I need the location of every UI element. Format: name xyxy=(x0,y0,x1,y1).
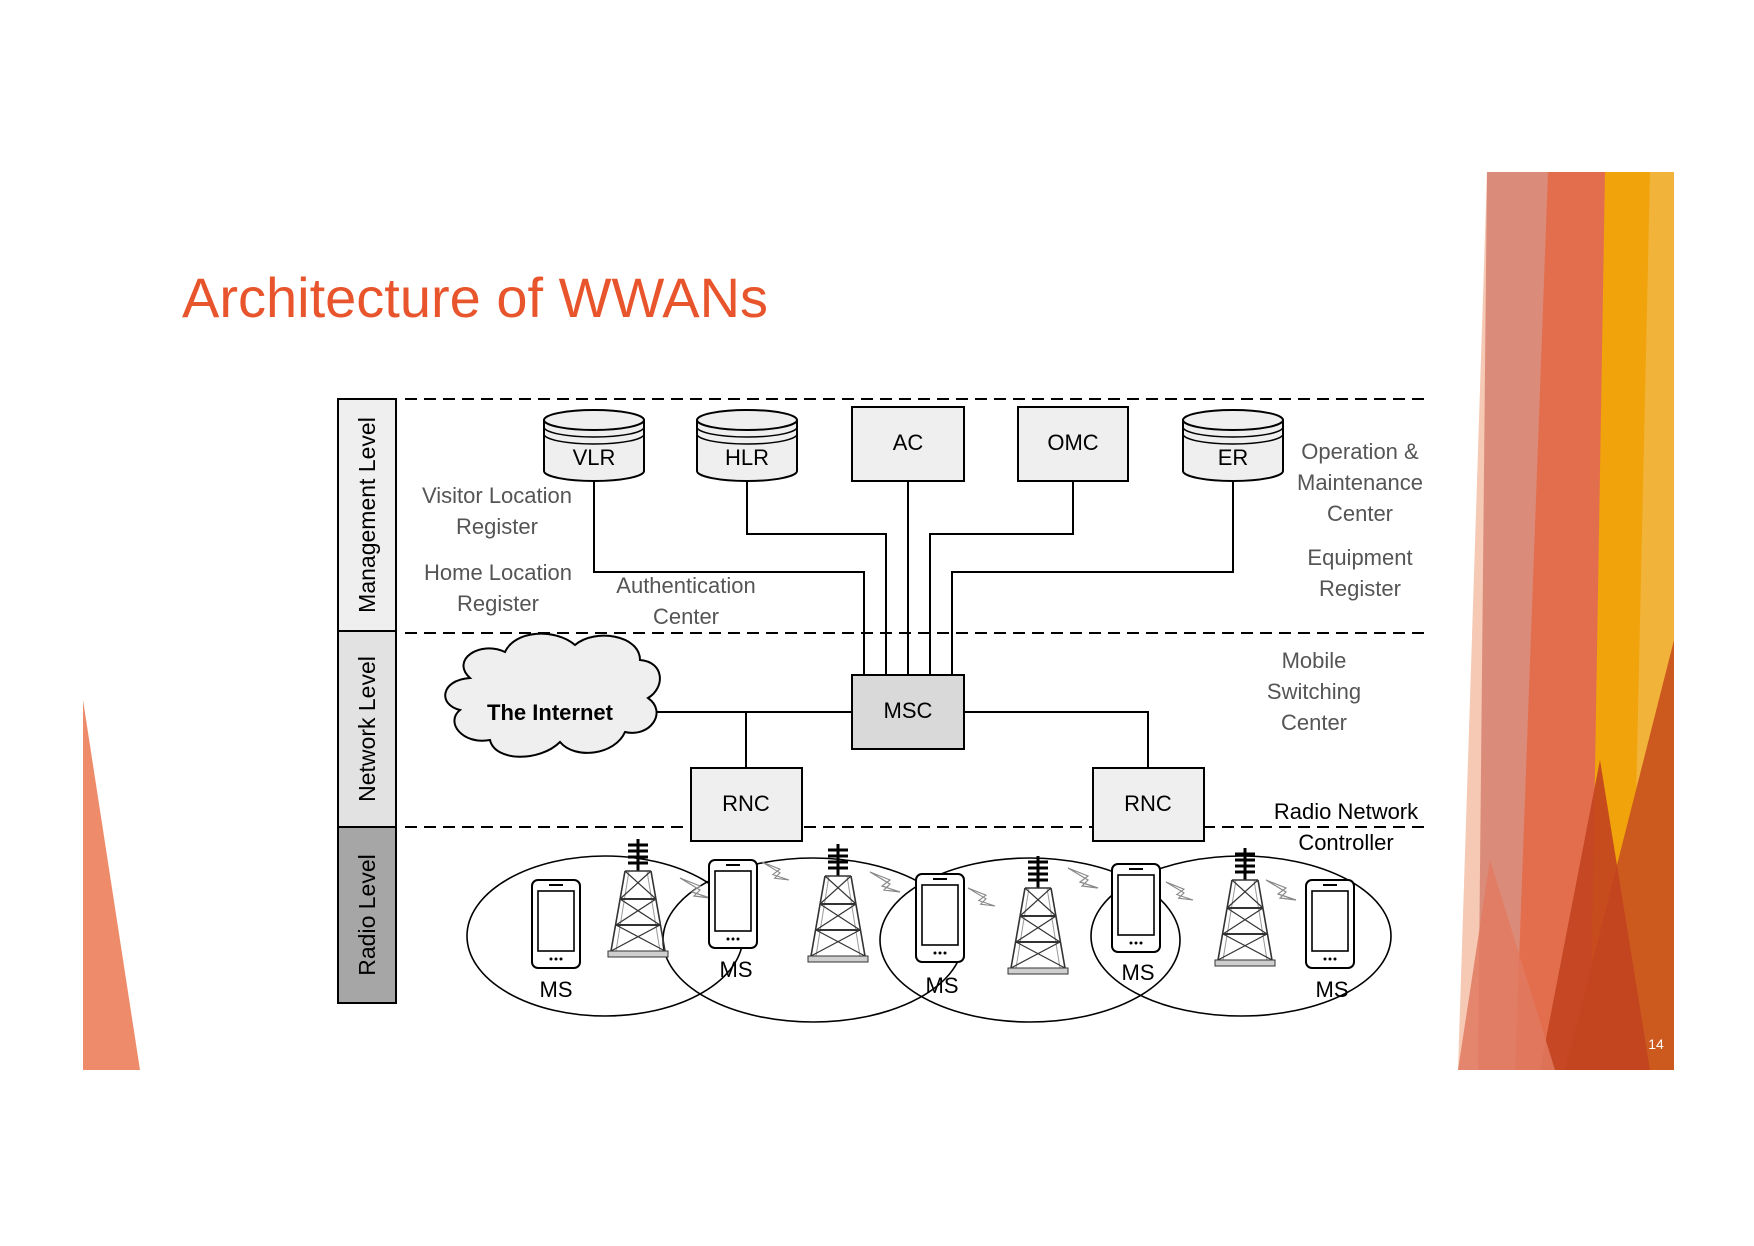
er-description-line-2: Register xyxy=(1319,576,1401,601)
radio-cell xyxy=(879,857,1181,1023)
rnc-left-label: RNC xyxy=(722,791,770,816)
network-level-label: Network Level xyxy=(354,656,380,802)
msc-description-line-2: Switching xyxy=(1267,679,1361,704)
rnc-description-line-2: Controller xyxy=(1298,830,1393,855)
lightning-link-icon xyxy=(1265,879,1297,901)
vlr-description-line-1: Visitor Location xyxy=(422,483,572,508)
omc-description-line-2: Maintenance xyxy=(1297,470,1423,495)
smartphone-icon xyxy=(1305,879,1355,969)
lightning-link-icon xyxy=(967,887,996,907)
decoration-right xyxy=(1458,172,1674,1070)
decoration-left xyxy=(83,700,140,1070)
radio-level-band xyxy=(337,826,397,1004)
radio-level-label: Radio Level xyxy=(354,854,380,975)
ms-label: MS xyxy=(926,973,959,998)
msc-label: MSC xyxy=(884,698,933,723)
hlr-description-line-2: Register xyxy=(457,591,539,616)
wireless-links xyxy=(679,861,1297,907)
node-descriptions: Visitor Location Register Home Location … xyxy=(422,439,1423,855)
ms-label: MS xyxy=(720,957,753,982)
ac-label: AC xyxy=(893,430,924,455)
omc-description-line-3: Center xyxy=(1327,501,1393,526)
lightning-link-icon xyxy=(1067,867,1099,889)
smartphone-icon xyxy=(915,873,965,963)
omc-label: OMC xyxy=(1047,430,1098,455)
ac-node: AC xyxy=(851,406,965,482)
smartphone-icon xyxy=(1111,863,1161,953)
ms-labels: MS MS MS MS MS xyxy=(540,957,1349,1002)
ac-description-line-2: Center xyxy=(653,604,719,629)
smartphone-icon xyxy=(531,879,581,969)
er-node: ER xyxy=(1182,409,1284,482)
level-bar: Management Level Network Level Radio Lev… xyxy=(337,398,397,1004)
ms-label: MS xyxy=(540,977,573,1002)
management-level-band xyxy=(337,398,397,632)
hlr-description-line-1: Home Location xyxy=(424,560,572,585)
er-label: ER xyxy=(1218,445,1249,470)
internet-label: The Internet xyxy=(487,700,614,725)
omc-node: OMC xyxy=(1017,406,1129,482)
msc-description-line-1: Mobile xyxy=(1282,648,1347,673)
lightning-link-icon xyxy=(1165,881,1194,901)
smartphone-icon xyxy=(708,859,758,949)
vlr-node: VLR xyxy=(543,409,645,482)
rnc-right-node: RNC xyxy=(1092,767,1205,842)
lightning-link-icon xyxy=(869,871,901,893)
ac-description-line-1: Authentication xyxy=(616,573,755,598)
rnc-left-node: RNC xyxy=(690,767,803,842)
omc-description-line-1: Operation & xyxy=(1301,439,1419,464)
lightning-link-icon xyxy=(761,861,790,881)
vlr-label: VLR xyxy=(573,445,616,470)
ms-label: MS xyxy=(1316,977,1349,1002)
ms-label: MS xyxy=(1122,960,1155,985)
msc-description-line-3: Center xyxy=(1281,710,1347,735)
er-description-line-1: Equipment xyxy=(1307,545,1412,570)
vlr-description-line-2: Register xyxy=(456,514,538,539)
radio-cell xyxy=(1090,855,1392,1017)
connection-lines xyxy=(593,468,1234,768)
rnc-right-label: RNC xyxy=(1124,791,1172,816)
page-number: 14 xyxy=(1648,1036,1664,1052)
cell-tower-icon xyxy=(1006,854,1070,976)
slide-title: Architecture of WWANs xyxy=(182,266,768,329)
internet-cloud: The Internet xyxy=(444,632,661,758)
radio-cell xyxy=(466,855,744,1017)
rnc-description-line-1: Radio Network xyxy=(1274,799,1419,824)
hlr-node: HLR xyxy=(696,409,798,482)
msc-node: MSC xyxy=(851,674,965,750)
cell-tower-icon xyxy=(1213,846,1277,968)
management-level-label: Management Level xyxy=(354,417,380,613)
cloud-icon xyxy=(444,632,661,758)
hlr-label: HLR xyxy=(725,445,769,470)
